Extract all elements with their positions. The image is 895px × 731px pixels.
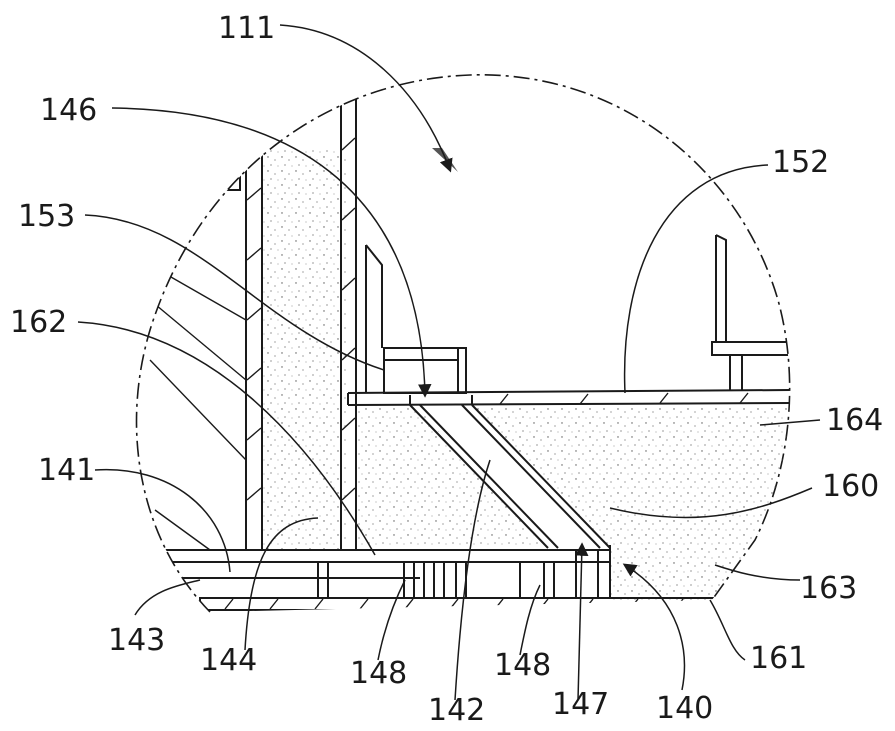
label-148b: 148 [494, 648, 551, 683]
label-161: 161 [750, 641, 807, 676]
bracket-right [711, 341, 790, 356]
leader-144 [244, 517, 319, 651]
label-163: 163 [800, 571, 857, 606]
leader-163 [714, 564, 801, 581]
leader-142 [454, 459, 491, 701]
label-146: 146 [40, 93, 97, 128]
leader-140 [622, 563, 686, 691]
leader-164 [759, 419, 821, 426]
label-148a: 148 [350, 656, 407, 691]
label-152: 152 [772, 145, 829, 180]
stiffeners [317, 545, 611, 598]
label-142: 142 [428, 693, 485, 728]
insulation-wall-left [262, 150, 346, 550]
leader-152 [623, 164, 769, 394]
leader-148b [519, 584, 541, 656]
leader-160 [609, 487, 813, 519]
wall-hatch [246, 137, 356, 501]
detail-boundary [135, 74, 791, 613]
leader-141 [94, 468, 231, 573]
bottom-plate-hatch [224, 598, 684, 610]
leader-148a [377, 579, 406, 661]
label-140: 140 [656, 691, 713, 726]
leader-146 [111, 107, 432, 398]
insulation-floor-left [358, 405, 545, 548]
label-147: 147 [552, 687, 609, 722]
leader-161 [709, 599, 746, 661]
arrow-111-head [432, 148, 458, 172]
structure-group [149, 95, 790, 611]
leader-143 [134, 579, 201, 616]
leader-162 [77, 321, 376, 556]
walls [245, 95, 357, 550]
leader-147 [574, 542, 589, 701]
label-144: 144 [200, 643, 257, 678]
label-111: 111 [218, 11, 275, 46]
label-141: 141 [38, 453, 95, 488]
label-160: 160 [822, 469, 879, 504]
label-143: 143 [108, 623, 165, 658]
label-153: 153 [18, 199, 75, 234]
leader-153 [84, 214, 385, 371]
label-162: 162 [10, 305, 67, 340]
insulation-floor-right [470, 405, 790, 600]
label-164: 164 [826, 403, 883, 438]
